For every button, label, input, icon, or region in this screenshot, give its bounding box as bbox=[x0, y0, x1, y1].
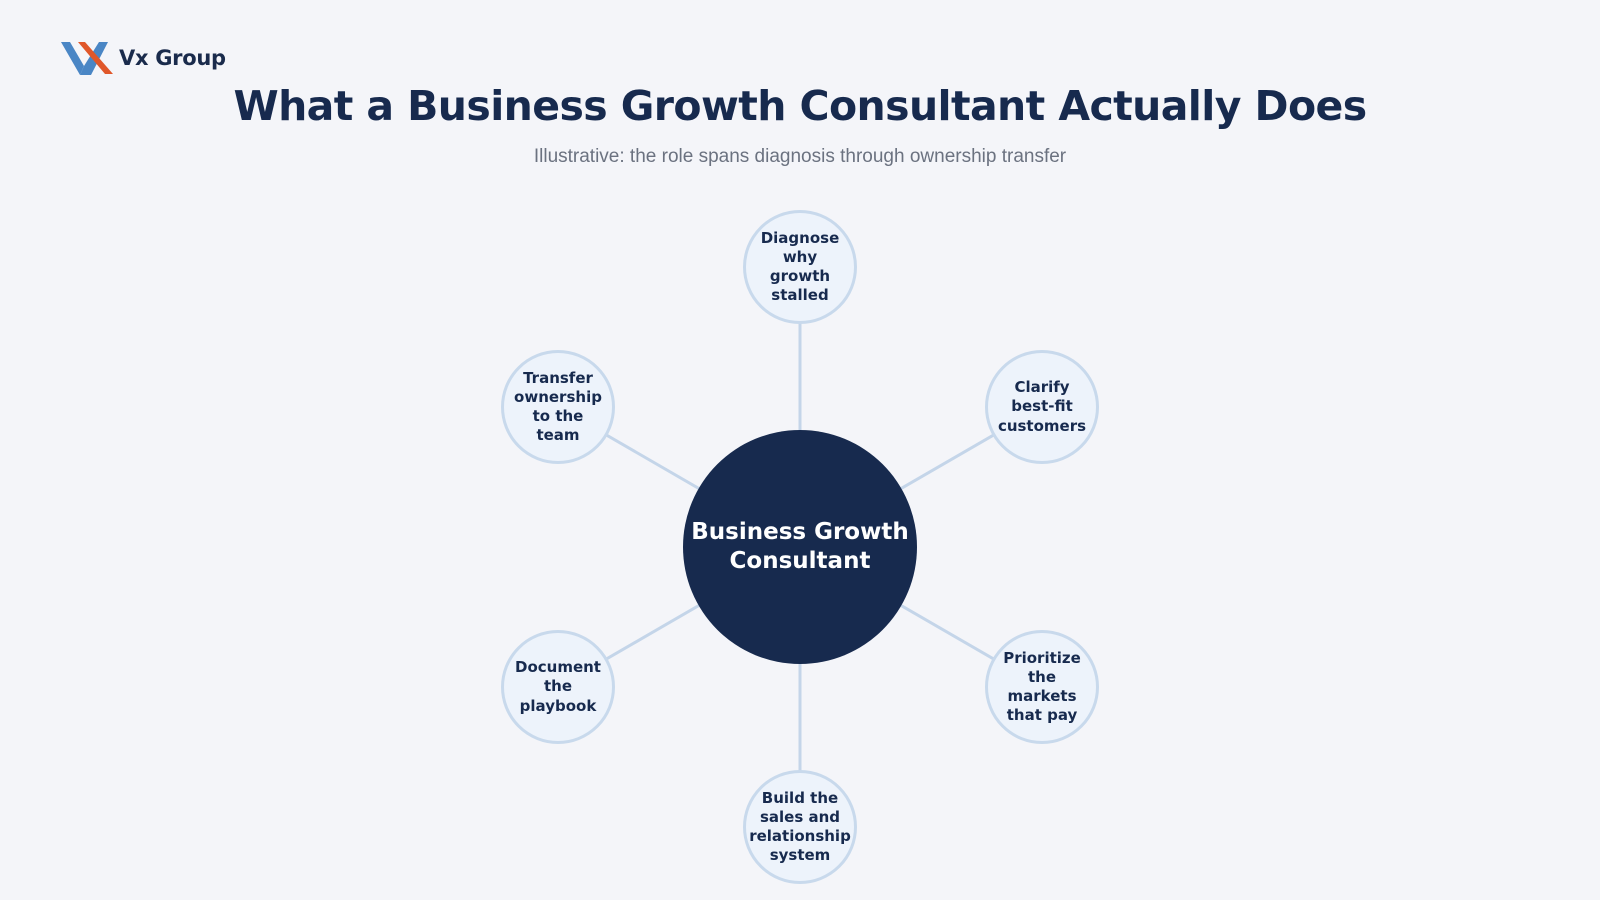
node-label: Build the sales and relationship system bbox=[749, 788, 851, 865]
node-prioritize: Prioritize the markets that pay bbox=[985, 630, 1099, 744]
node-label: Document the playbook bbox=[515, 658, 601, 715]
node-label: Clarify best-fit customers bbox=[997, 378, 1087, 435]
node-label: Transfer ownership to the team bbox=[514, 368, 602, 445]
brand-name: Vx Group bbox=[119, 46, 226, 70]
hub-circle: Business Growth Consultant bbox=[683, 430, 917, 664]
node-document: Document the playbook bbox=[501, 630, 615, 744]
node-label: Diagnose why growth stalled bbox=[760, 228, 840, 305]
hub-label: Business Growth Consultant bbox=[691, 518, 909, 574]
page-title: What a Business Growth Consultant Actual… bbox=[233, 82, 1367, 130]
node-clarify: Clarify best-fit customers bbox=[985, 350, 1099, 464]
vx-logo-icon bbox=[61, 42, 113, 75]
vx-group-logo: Vx Group bbox=[61, 40, 226, 76]
node-diagnose: Diagnose why growth stalled bbox=[743, 210, 857, 324]
page-subtitle: Illustrative: the role spans diagnosis t… bbox=[533, 146, 1067, 167]
node-transfer: Transfer ownership to the team bbox=[501, 350, 615, 464]
node-label: Prioritize the markets that pay bbox=[1003, 648, 1081, 725]
node-build: Build the sales and relationship system bbox=[743, 770, 857, 884]
